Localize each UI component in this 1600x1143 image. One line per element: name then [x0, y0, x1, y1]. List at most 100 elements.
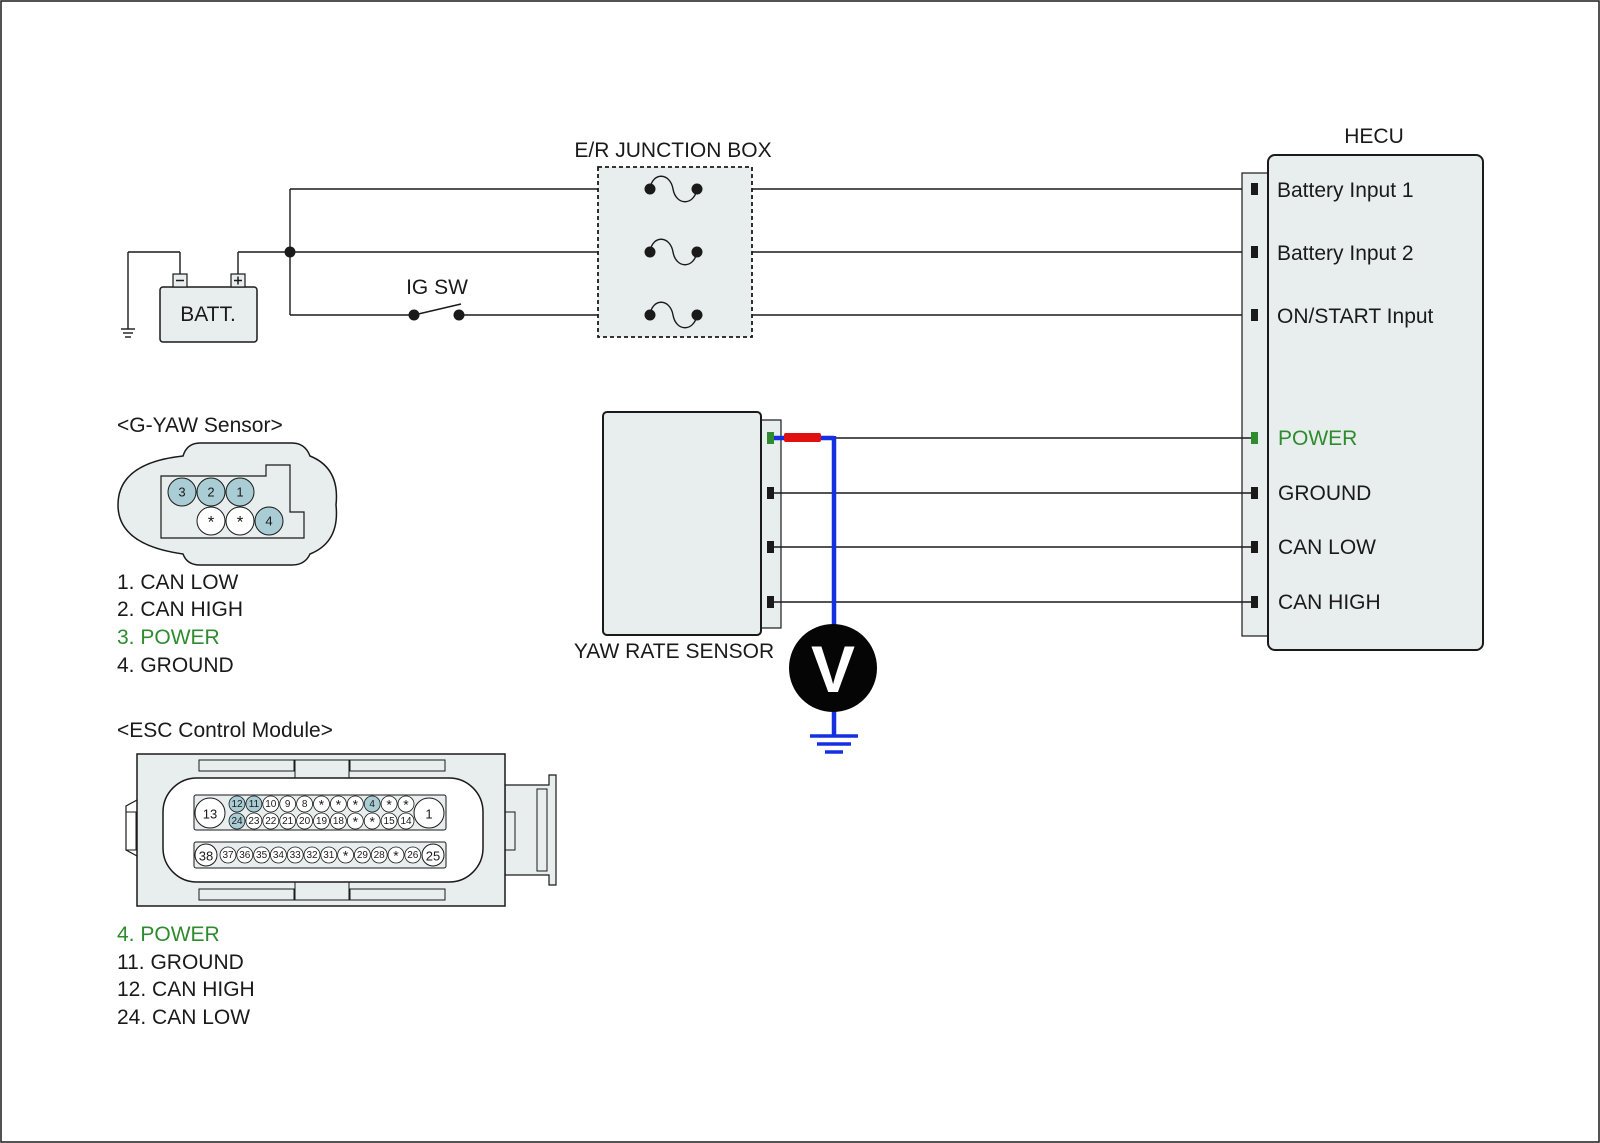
- esc-pin: [313, 795, 330, 813]
- esc-pin-label: 29: [357, 850, 369, 861]
- esc-pin: [404, 846, 422, 864]
- esc-pin: [296, 795, 314, 813]
- esc-connector-title: <ESC Control Module>: [117, 719, 333, 742]
- esc-pin-label: *: [403, 797, 409, 813]
- gyaw-legend-item: 2. CAN HIGH: [117, 598, 243, 621]
- gyaw-pin: 4: [265, 514, 272, 529]
- esc-pin: [286, 846, 304, 864]
- gyaw-pin: 2: [207, 485, 214, 500]
- hecu-terminal-power: POWER: [1278, 427, 1357, 450]
- voltmeter: V: [789, 624, 877, 712]
- esc-pin-label: 4: [369, 799, 375, 810]
- esc-pin-label: 24: [231, 816, 243, 827]
- esc-pin: [329, 812, 347, 830]
- esc-pin-row-3: 37 36 35 34 33 32 31 * 29 28 * 26: [219, 846, 422, 864]
- esc-pin-label: *: [369, 814, 375, 830]
- gyaw-legend-item-power: 3. POWER: [117, 626, 220, 649]
- esc-pin: [303, 846, 321, 864]
- voltmeter-label: V: [811, 632, 855, 706]
- esc-pin-label: 9: [285, 799, 291, 810]
- esc-pin: [228, 795, 246, 813]
- esc-pin-label: *: [353, 797, 359, 813]
- voltmeter-probe: [774, 433, 858, 754]
- esc-pin-large: 25: [426, 849, 440, 864]
- esc-pin: [296, 812, 314, 830]
- esc-pin: [279, 812, 297, 830]
- gyaw-connector-title: <G-YAW Sensor>: [117, 414, 283, 437]
- esc-pin-label: *: [336, 797, 342, 813]
- esc-pin-label: 37: [222, 850, 234, 861]
- esc-pin: [253, 846, 271, 864]
- esc-pin: [269, 846, 287, 864]
- esc-pin-large: 38: [199, 849, 213, 864]
- gyaw-pin: 1: [236, 485, 243, 500]
- esc-pin-label: 34: [273, 850, 285, 861]
- gyaw-pin: *: [237, 513, 244, 532]
- ig-switch-label: IG SW: [406, 276, 468, 299]
- battery-label: BATT.: [180, 303, 236, 326]
- esc-pin: [380, 795, 398, 813]
- esc-pin: [346, 795, 364, 813]
- esc-pin-label: 26: [407, 850, 419, 861]
- gyaw-legend-item: 1. CAN LOW: [117, 571, 239, 594]
- fuse-2: [644, 238, 703, 266]
- esc-pin: [329, 795, 347, 813]
- esc-pin-label: 23: [248, 816, 260, 827]
- hecu-module: HECU Battery Input 1 Battery Input 2 ON/…: [1241, 125, 1484, 651]
- esc-pin: [353, 846, 371, 864]
- hecu-terminal-can-high: CAN HIGH: [1278, 591, 1381, 614]
- esc-pin: [262, 795, 280, 813]
- probe-tip-red: [784, 433, 821, 442]
- junction-box: E/R JUNCTION BOX: [574, 139, 772, 338]
- esc-pin: [346, 812, 364, 830]
- esc-pin: [313, 812, 330, 830]
- hecu-terminal-battery-input-1: Battery Input 1: [1277, 179, 1414, 202]
- gyaw-pins: 3 2 1 * * 4: [167, 477, 284, 536]
- esc-pin: [363, 795, 381, 813]
- esc-pin-large: 13: [203, 807, 217, 822]
- esc-pin-label: 19: [316, 816, 328, 827]
- esc-pin-large: 1: [425, 807, 432, 822]
- esc-pin: [245, 812, 263, 830]
- yaw-rate-sensor: YAW RATE SENSOR: [574, 411, 782, 663]
- esc-pin-label: 22: [265, 816, 277, 827]
- ig-switch: IG SW: [406, 276, 468, 321]
- esc-pin-label: 35: [256, 850, 268, 861]
- esc-pin-label: 36: [239, 850, 251, 861]
- esc-pin-label: 14: [400, 816, 412, 827]
- hecu-terminal-on-start-input: ON/START Input: [1277, 305, 1434, 328]
- esc-pin-label: *: [319, 797, 325, 813]
- esc-pin-label: 31: [323, 850, 335, 861]
- esc-pin: [337, 846, 355, 864]
- esc-pin-label: 11: [249, 799, 260, 810]
- esc-pin: [279, 795, 297, 813]
- esc-pin: [387, 846, 405, 864]
- esc-pin-label: 20: [299, 816, 311, 827]
- battery: BATT.: [159, 273, 258, 343]
- esc-pin: [397, 795, 415, 813]
- esc-legend-item-power: 4. POWER: [117, 923, 220, 946]
- fuse-3: [644, 301, 703, 329]
- esc-pin-label: *: [343, 848, 349, 864]
- esc-pin-label: 32: [306, 850, 318, 861]
- esc-pin: [320, 846, 338, 864]
- esc-pin: [262, 812, 280, 830]
- esc-pin: [380, 812, 398, 830]
- esc-pin-label: 8: [302, 799, 308, 810]
- hecu-label: HECU: [1344, 125, 1404, 148]
- esc-pin-label: 10: [265, 799, 277, 810]
- esc-pin: [236, 846, 254, 864]
- gyaw-connector: <G-YAW Sensor> 3 2 1 * * 4 1. CAN LOW 2.…: [117, 414, 338, 677]
- esc-pin-label: 12: [231, 799, 243, 810]
- esc-pin-label: 15: [384, 816, 396, 827]
- esc-pin-label: 21: [282, 816, 294, 827]
- hecu-terminal-battery-input-2: Battery Input 2: [1277, 242, 1414, 265]
- esc-pin-label: 28: [374, 850, 386, 861]
- esc-pin-label: *: [393, 848, 399, 864]
- fuse-1: [644, 175, 703, 203]
- esc-pin-label: 18: [333, 816, 345, 827]
- esc-pin: [363, 812, 381, 830]
- esc-pin-label: 33: [290, 850, 302, 861]
